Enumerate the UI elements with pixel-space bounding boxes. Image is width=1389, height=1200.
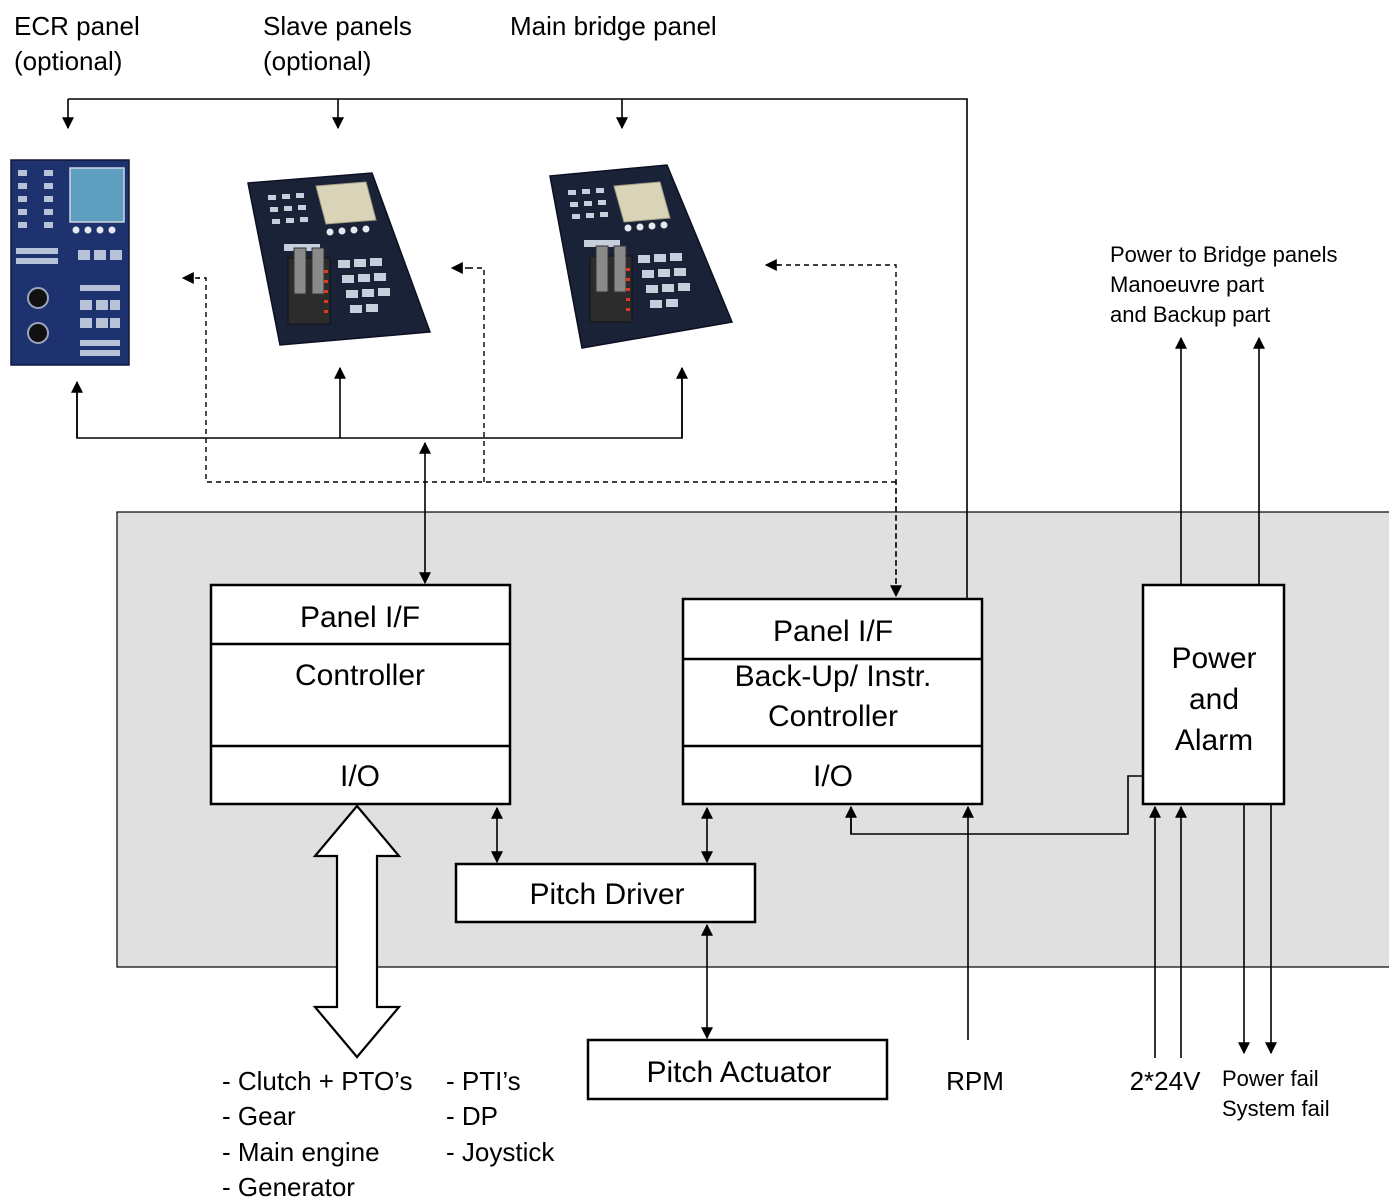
backup-controller-box: Panel I/F Back-Up/ Instr. Controller I/O [681, 597, 984, 806]
system-fail-label: System fail [1222, 1096, 1330, 1121]
signal-dp: - DP [446, 1101, 498, 1131]
alarm-to-backup-io [845, 775, 1143, 835]
ecr-panel-label: ECR panel [14, 11, 140, 41]
pitch-actuator-label: Pitch Actuator [646, 1056, 831, 1089]
rpm-label: RPM [946, 1066, 1004, 1096]
controller-box: Panel I/F Controller I/O [209, 583, 512, 806]
controller-io-label: I/O [340, 760, 380, 793]
slave-optional-label: (optional) [263, 46, 371, 76]
io-double-arrow [312, 804, 402, 1059]
backup-panel-if-label: Panel I/F [773, 615, 893, 648]
backup-panel-bus [62, 98, 968, 598]
controller-panel-bus [71, 366, 688, 585]
power-label: Power [1171, 642, 1256, 675]
backup-controller-label-line1: Back-Up/ Instr. [735, 660, 932, 693]
and-label: and [1189, 683, 1239, 716]
signal-joystick: - Joystick [446, 1137, 555, 1167]
power-alarm-box: Power and Alarm [1141, 583, 1286, 806]
signal-pti: - PTI’s [446, 1066, 521, 1096]
ecr-optional-label: (optional) [14, 46, 122, 76]
power-to-bridge-arrows [1175, 336, 1265, 585]
supply-label: 2*24V [1130, 1066, 1201, 1096]
main-bridge-panel-label: Main bridge panel [510, 11, 717, 41]
ecr-panel-image [10, 159, 130, 366]
manoeuvre-part-label: Manoeuvre part [1110, 272, 1264, 297]
slave-panels-label: Slave panels [263, 11, 412, 41]
power-to-bridge-label: Power to Bridge panels [1110, 242, 1337, 267]
slave-panel-image [247, 172, 432, 346]
backup-io-label: I/O [813, 760, 853, 793]
signal-clutch: - Clutch + PTO’s [222, 1066, 413, 1096]
pitch-actuator-box: Pitch Actuator [586, 1038, 889, 1101]
alarm-label: Alarm [1175, 724, 1253, 757]
controller-label: Controller [295, 659, 425, 692]
signal-generator: - Generator [222, 1172, 355, 1200]
signal-main-engine: - Main engine [222, 1137, 380, 1167]
pitch-driver-label: Pitch Driver [529, 878, 684, 911]
main-bridge-panel-image [549, 164, 734, 349]
signal-gear: - Gear [222, 1101, 296, 1131]
backup-controller-label-line2: Controller [768, 700, 898, 733]
power-fail-label: Power fail [1222, 1066, 1319, 1091]
io-signal-list: - Clutch + PTO’s - Gear - Main engine - … [222, 1066, 555, 1200]
controller-panel-if-label: Panel I/F [300, 601, 420, 634]
backup-part-label: and Backup part [1110, 302, 1270, 327]
backup-dashed-links [181, 259, 902, 598]
pitch-driver-box: Pitch Driver [454, 862, 757, 924]
